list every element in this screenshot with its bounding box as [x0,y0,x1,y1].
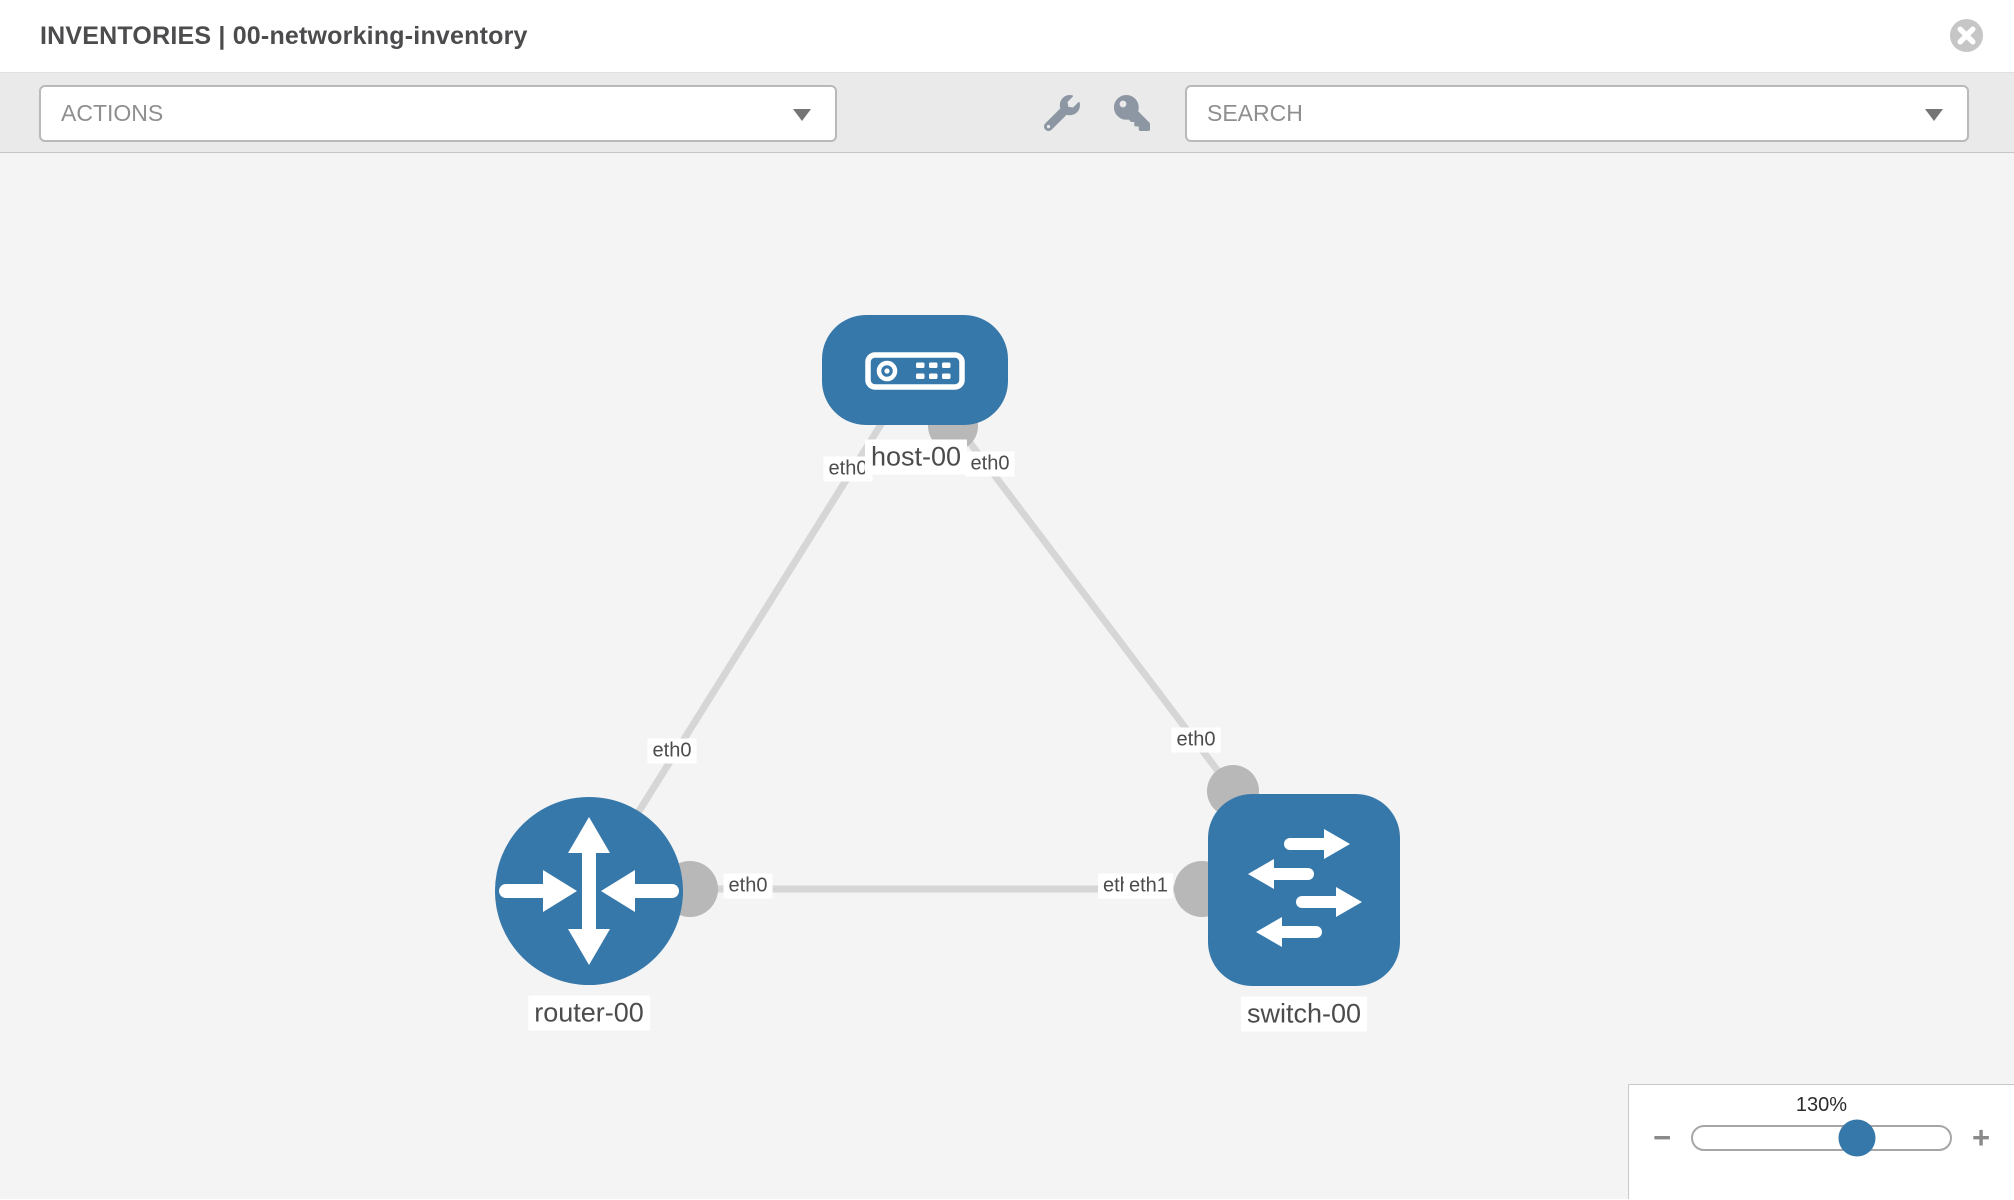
router-icon [499,817,679,965]
interface-label: eth1 [1124,873,1173,899]
key-button[interactable] [1114,94,1150,131]
window-header: INVENTORIES | 00-networking-inventory [0,0,2014,73]
close-button[interactable] [1949,18,1984,53]
node-label-host: host-00 [864,439,968,475]
toolbar: ACTIONS SEARCH [0,73,2014,153]
tools-button[interactable] [1044,94,1080,131]
node-label-switch: switch-00 [1240,996,1368,1032]
node-switch-shape[interactable] [1208,794,1400,986]
zoom-level: 130% [1795,1094,1848,1116]
actions-dropdown[interactable]: ACTIONS [39,85,837,142]
interface-label: eth0 [1171,727,1221,753]
chevron-down-icon [793,108,811,121]
interface-label: eth0 [647,738,697,764]
wrench-icon [1044,94,1080,131]
topology-canvas[interactable]: eth0 eth0 eth0 eth0 eth0 eth0 eth1 host-… [0,153,2014,1199]
search-dropdown[interactable]: SEARCH [1185,85,1969,142]
interface-label: eth0 [965,451,1015,477]
interface-label: eth0 [823,456,873,482]
node-host[interactable] [822,315,1008,425]
node-host-shape[interactable] [822,315,1008,425]
page-title: INVENTORIES | 00-networking-inventory [40,21,528,50]
chevron-down-icon [1925,108,1943,121]
node-label-router: router-00 [528,995,650,1031]
zoom-slider-row: − + [1629,1119,2014,1157]
node-router[interactable] [495,797,683,985]
interface-label: eth0 [723,873,773,899]
close-icon [1949,18,1984,53]
actions-dropdown-label: ACTIONS [61,100,164,126]
key-icon [1114,94,1150,131]
switch-icon [1248,829,1362,947]
host-icon [865,352,965,390]
node-switch[interactable] [1208,794,1400,986]
toolbar-tools [1044,73,1150,152]
zoom-out-button[interactable]: − [1652,1120,1672,1155]
zoom-in-button[interactable]: + [1971,1120,1991,1155]
zoom-slider-track[interactable] [1691,1119,1952,1157]
search-dropdown-label: SEARCH [1207,100,1303,126]
zoom-panel: 130% − + [1628,1084,2014,1199]
zoom-slider-handle[interactable] [1838,1119,1876,1157]
